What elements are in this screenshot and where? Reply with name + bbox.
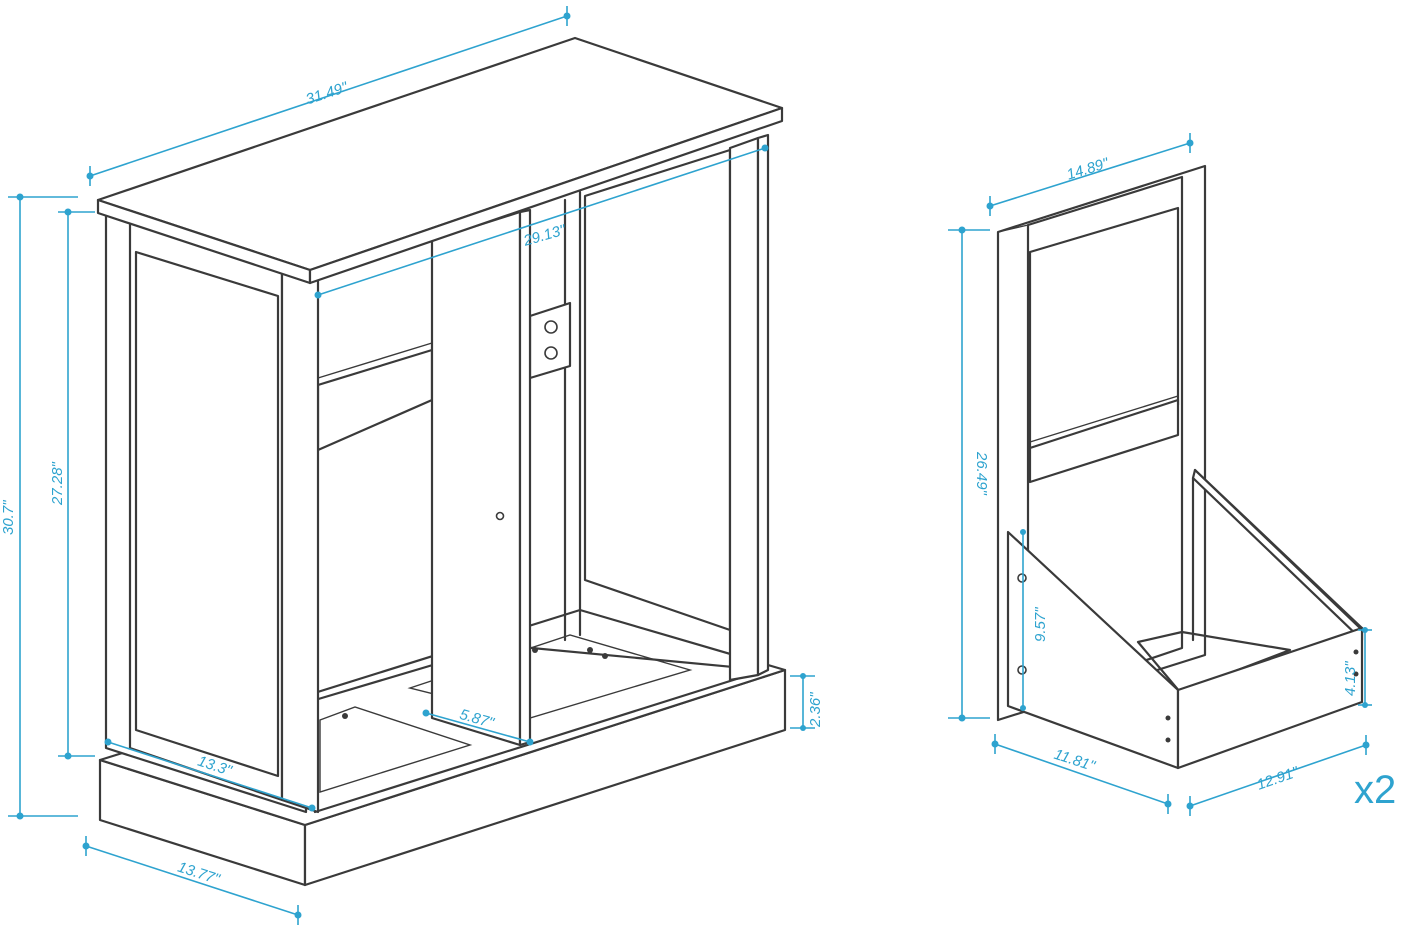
side-rack-dimensions: 14.89" 26.49" 9.57" 11.81" 12.91" 4.13" …: [948, 133, 1396, 816]
rack-tray-width-label: 12.91": [1255, 763, 1302, 793]
depth-base-label: 13.77": [176, 859, 223, 889]
side-rack-drawing: [996, 164, 1364, 770]
rack-width-label: 14.89": [1065, 155, 1112, 184]
rack-depth-label: 11.81": [1052, 746, 1098, 775]
rack-height-label: 26.49": [973, 451, 990, 496]
cabinet-dimensions: 31.49" 30.7" 27.28" 29.13" 13.3" 13.77" …: [0, 6, 824, 925]
cabinet-height-label: 30.7": [0, 500, 17, 535]
base-height-label: 2.36": [807, 692, 824, 728]
cabinet-width-label: 31.49": [304, 79, 351, 109]
rack-tray-height-label: 9.57": [1032, 607, 1049, 642]
quantity-label: x2: [1354, 768, 1396, 812]
rack-lip-height-label: 4.13": [1342, 661, 1359, 696]
side-panel-height-label: 27.28": [49, 461, 66, 506]
